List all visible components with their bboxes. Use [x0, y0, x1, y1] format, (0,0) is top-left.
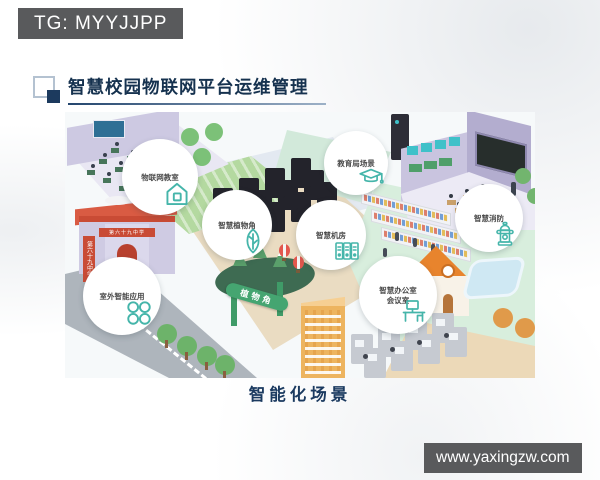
- trees-top: [181, 128, 199, 146]
- trees-bottom: [157, 324, 177, 344]
- badge-label: 室外智能应用: [99, 291, 145, 301]
- students: [91, 164, 95, 168]
- orange-trees: [493, 308, 513, 328]
- teacher-figure: [511, 182, 516, 196]
- badge-plant-corner: 智慧植物角: [202, 190, 272, 260]
- school-dome: [105, 196, 131, 205]
- badge-outdoor-apps: 室外智能应用: [83, 257, 161, 335]
- yellow-building: [301, 306, 345, 378]
- school-banner: 第六十九中学: [99, 228, 155, 237]
- caption: 智能化场景: [248, 385, 352, 404]
- badge-label: 物联网教室: [141, 172, 179, 182]
- badge-label: 智慧植物角: [218, 220, 256, 230]
- hot-air-balloon: [293, 256, 304, 273]
- badge-education-bureau: 教育局场景: [324, 131, 388, 195]
- watermark-bottom: www.yaxingzw.com: [424, 443, 582, 473]
- house-clock: [441, 264, 455, 278]
- smartboard: [93, 120, 125, 138]
- badge-server-room: 智慧机房: [296, 200, 366, 270]
- library-people: [395, 232, 399, 241]
- badge-label-line2: 会议室: [386, 296, 410, 305]
- classroom-topright-desks: [447, 200, 456, 205]
- classroom-greenboards: [409, 164, 422, 172]
- trees-right: [515, 168, 531, 184]
- campus-illustration: 第六十九中学 第六十九中学: [65, 112, 535, 378]
- page-title: 智慧校园物联网平台运维管理: [68, 77, 309, 97]
- hot-air-balloon: [279, 244, 290, 261]
- badge-label: 智慧办公室: [379, 285, 417, 295]
- badge-fire-safety: 智慧消防: [455, 184, 523, 252]
- badge-label: 教育局场景: [337, 158, 375, 168]
- classroom-desks: [87, 170, 95, 175]
- classroom-topright-students: [449, 194, 453, 198]
- office-cubicles: [351, 334, 373, 364]
- classroom-windows: [407, 146, 418, 155]
- badge-iot-classroom: 物联网教室: [122, 139, 198, 215]
- badge-label: 智慧消防: [474, 213, 504, 223]
- office-workers: [363, 354, 368, 359]
- tree-trunks: [165, 340, 168, 348]
- watermark-top: TG: MYYJJPP: [18, 8, 184, 39]
- school-roof-trim: [79, 216, 175, 222]
- plant-gate-post: [231, 292, 237, 326]
- title-underline: [68, 103, 326, 105]
- badge-smart-office: 智慧办公室 会议室: [359, 256, 437, 334]
- house-door: [443, 294, 453, 316]
- cubicle-screens: [355, 340, 364, 347]
- badge-label: 智慧机房: [316, 230, 346, 240]
- page-title-row: 智慧校园物联网平台运维管理: [33, 74, 326, 105]
- title-square-icon: [33, 76, 60, 103]
